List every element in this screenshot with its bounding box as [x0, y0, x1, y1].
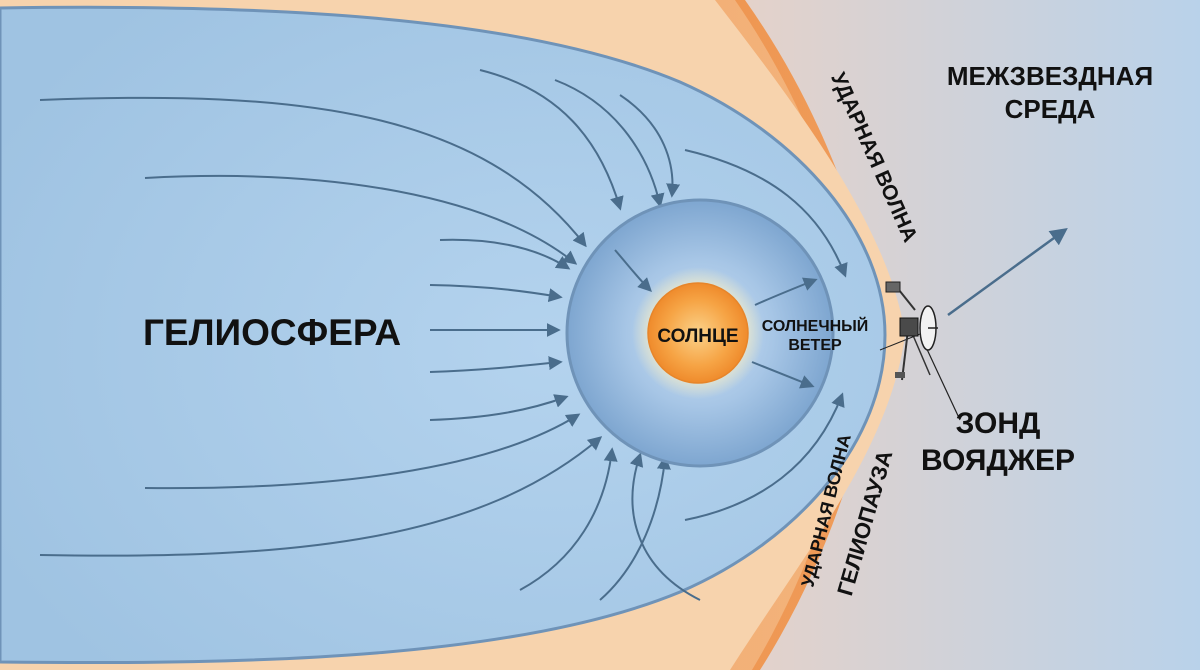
flow-arrow	[144, 174, 578, 265]
interstellar-label-line2: СРЕДА	[1005, 94, 1096, 124]
solar-wind-label-line2: ВЕТЕР	[788, 337, 842, 354]
flow-arrow	[429, 356, 563, 373]
voyager-pointer-line	[924, 344, 961, 421]
flow-arrow	[39, 96, 587, 248]
voyager-label-line2: ВОЯДЖЕР	[921, 444, 1075, 477]
sun	[647, 282, 749, 384]
flow-arrow	[619, 94, 681, 198]
solar-wind-arrows	[614, 249, 818, 389]
flow-arrow	[554, 79, 665, 208]
solar-wind-arrow	[754, 277, 818, 306]
flow-arrow	[599, 455, 671, 601]
flow-arrow	[479, 69, 624, 211]
voyager-probe-icon	[885, 281, 938, 381]
heliosphere-label: ГЕЛИОСФЕРА	[143, 312, 401, 353]
flow-arrows	[39, 69, 848, 601]
flow-arrow	[144, 413, 581, 490]
sun-label: СОЛНЦЕ	[657, 326, 738, 347]
flow-arrow	[439, 238, 571, 270]
heliosphere-region	[0, 5, 887, 665]
flow-arrow	[39, 436, 603, 557]
flow-arrow	[684, 392, 845, 521]
voyager-label-line1: ЗОНД	[956, 407, 1041, 440]
voyager-trajectory-arrow	[947, 227, 1068, 317]
flow-arrow	[429, 394, 569, 421]
solar-wind-label-line1: СОЛНЕЧНЫЙ	[762, 316, 869, 335]
interstellar-label-line1: МЕЖЗВЕЗДНАЯ	[947, 61, 1153, 91]
flow-arrow	[684, 149, 848, 278]
solar-wind-arrow	[751, 361, 815, 389]
solar-wind-arrow	[614, 249, 652, 292]
flow-arrow	[429, 284, 563, 303]
flow-arrow	[519, 447, 618, 591]
flow-arrow	[629, 452, 701, 601]
